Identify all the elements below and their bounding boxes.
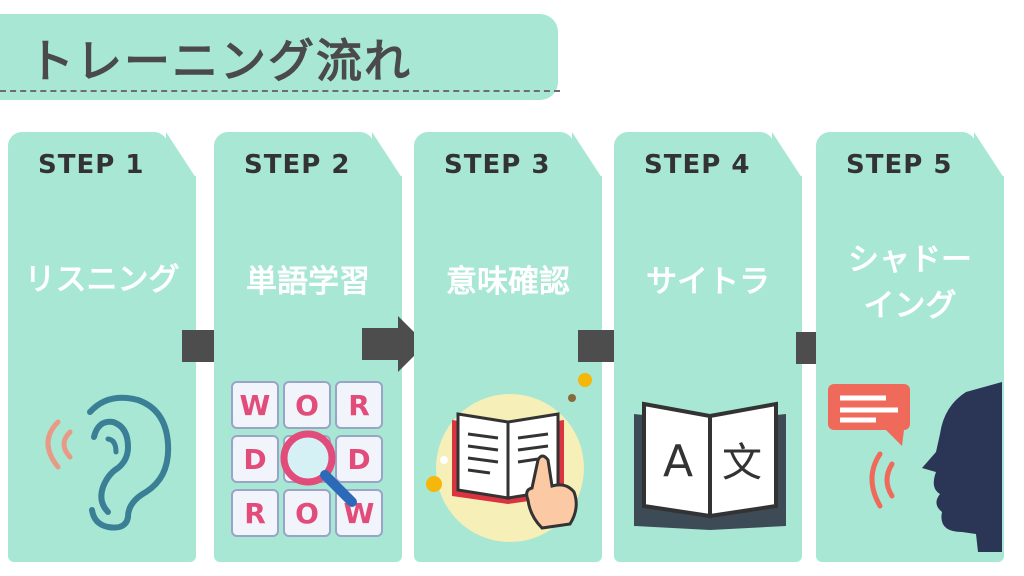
word-tile <box>231 381 279 429</box>
word-tile <box>283 489 331 537</box>
step-card-3: STEP 3 意味確認 <box>414 132 602 562</box>
word-tile <box>231 435 279 483</box>
translation-book-icon: A 文 <box>634 401 786 530</box>
svg-text:文: 文 <box>722 440 762 486</box>
svg-text:A: A <box>663 436 693 487</box>
page-title: トレーニング流れ <box>28 34 412 88</box>
step-title-line2: イング <box>863 288 957 324</box>
step-card-4: STEP 4 サイトラ A 文 <box>614 132 802 562</box>
step-label: STEP 4 <box>644 150 751 180</box>
step-title: サイトラ <box>646 264 770 300</box>
word-tile <box>335 435 383 483</box>
step-title-line1: シャドー <box>848 242 972 278</box>
step-title: 単語学習 <box>246 264 370 300</box>
word-tile <box>231 489 279 537</box>
step-label: STEP 2 <box>244 150 351 180</box>
step-card-5: STEP 5 シャドー イング <box>816 132 1004 562</box>
word-tile-letter: D <box>347 443 370 476</box>
speaking-head-icon <box>828 382 1002 552</box>
word-tile-letter: O <box>295 389 319 422</box>
next-arrow <box>362 316 426 372</box>
step-title: リスニング <box>24 262 180 298</box>
title-banner: トレーニング流れ <box>0 14 558 100</box>
step-label: STEP 1 <box>38 150 145 180</box>
word-tile-letter: R <box>244 497 266 530</box>
step-card-1: STEP 1 リスニング <box>8 132 196 562</box>
word-tile-letter: O <box>295 497 319 530</box>
word-tile <box>335 381 383 429</box>
word-tile-letter: D <box>243 443 266 476</box>
step-label: STEP 3 <box>444 150 551 180</box>
ear-icon <box>45 394 172 531</box>
word-tile <box>283 381 331 429</box>
title-divider <box>0 90 560 92</box>
word-tile-letter: R <box>348 389 370 422</box>
open-book-pointer-icon <box>426 373 592 542</box>
step-title: 意味確認 <box>446 264 570 300</box>
word-tile-letter: W <box>240 389 271 422</box>
step-label: STEP 5 <box>846 150 953 180</box>
